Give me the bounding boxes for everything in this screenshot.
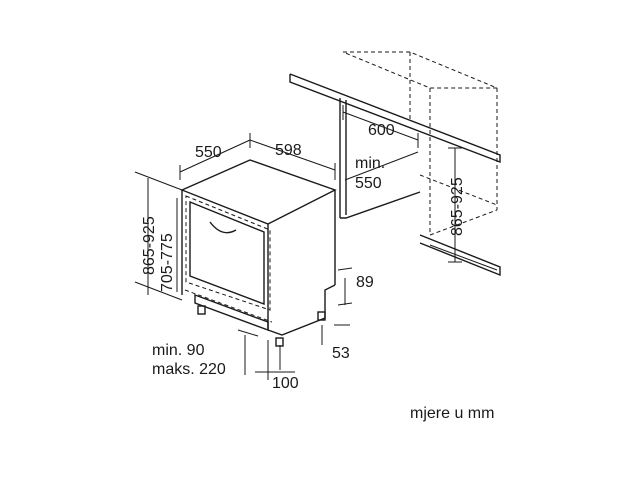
body-height-label: 705-775 [159, 233, 176, 292]
plinth-max-label: maks. 220 [152, 361, 226, 378]
niche-min-label: min. [355, 155, 385, 172]
width-label: 598 [275, 142, 302, 159]
total-height-label: 865-925 [141, 216, 158, 275]
niche-height-label: 865-925 [449, 177, 466, 236]
units-note: mjere u mm [410, 405, 494, 422]
cabinet-niche [289, 51, 501, 277]
foot-setback-label: 100 [272, 375, 299, 392]
niche-min-depth-label: 550 [355, 175, 382, 192]
depth-label: 550 [195, 144, 222, 161]
dimension-lines [134, 105, 462, 380]
niche-width-label: 600 [368, 122, 395, 139]
foot-offset-label: 53 [332, 345, 350, 362]
kick-height-label: 89 [356, 274, 374, 291]
dishwasher-body [180, 159, 337, 347]
plinth-min-label: min. 90 [152, 342, 205, 359]
